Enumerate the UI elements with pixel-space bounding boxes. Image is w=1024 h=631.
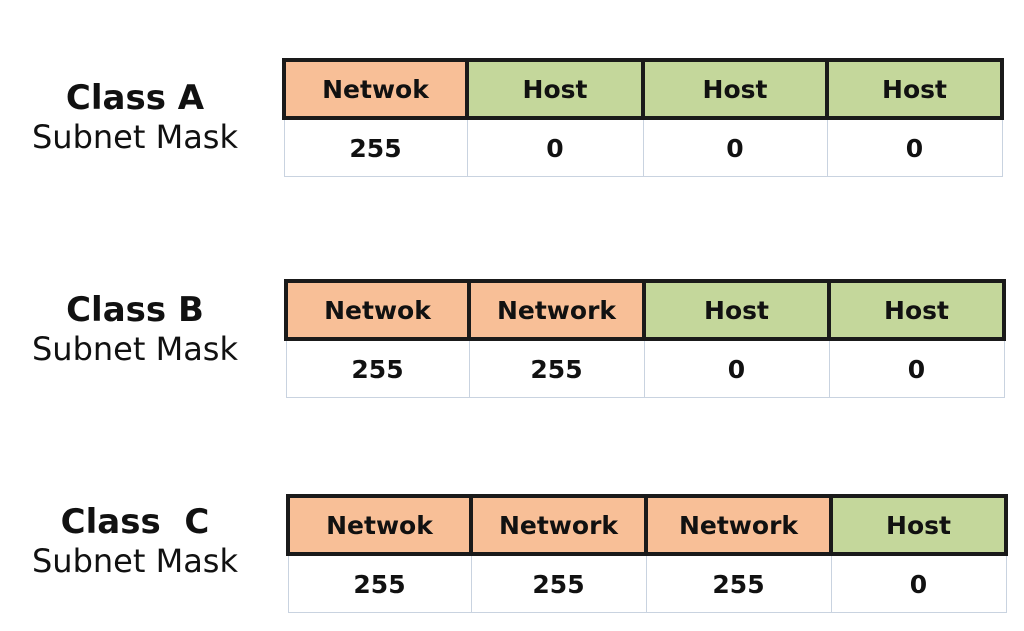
class-b-value-row: 255 255 0 0: [285, 339, 1005, 398]
class-a-octet-4-header: Host: [825, 58, 1004, 120]
class-c-octet-2-header: Network: [469, 494, 648, 556]
class-b-octet-2-header: Network: [467, 279, 646, 341]
class-b-octet-3-value: 0: [643, 339, 830, 398]
class-b-mask-table: Netwok Network Host Host 255 255 0 0: [284, 279, 1006, 398]
class-a-subtitle: Subnet Mask: [31, 118, 238, 156]
class-c-octet-1-value: 255: [287, 554, 472, 613]
class-c-title: Class C: [60, 502, 210, 542]
class-c-mask-table: Netwok Network Network Host 255 255 255 …: [286, 494, 1008, 613]
class-c-octet-4-value: 0: [830, 554, 1007, 613]
class-a-octet-2-value: 0: [466, 118, 644, 177]
class-a-header-row: Netwok Host Host Host: [282, 58, 1004, 120]
class-a-octet-3-value: 0: [642, 118, 828, 177]
class-a-octet-4-value: 0: [826, 118, 1003, 177]
class-b-octet-3-header: Host: [642, 279, 831, 341]
class-b-octet-4-value: 0: [828, 339, 1005, 398]
class-c-octet-2-value: 255: [470, 554, 647, 613]
class-a-octet-1-value: 255: [283, 118, 468, 177]
class-b-octet-4-header: Host: [827, 279, 1006, 341]
class-c-octet-4-header: Host: [829, 494, 1008, 556]
class-a-label: Class A Subnet Mask: [0, 78, 270, 156]
class-a-mask-table: Netwok Host Host Host 255 0 0 0: [282, 58, 1004, 177]
class-c-label: Class C Subnet Mask: [0, 502, 270, 580]
class-a-octet-2-header: Host: [465, 58, 645, 120]
class-c-value-row: 255 255 255 0: [287, 554, 1007, 613]
class-b-octet-1-value: 255: [285, 339, 470, 398]
class-b-octet-1-header: Netwok: [284, 279, 471, 341]
class-b-octet-2-value: 255: [468, 339, 645, 398]
class-c-octet-3-header: Network: [644, 494, 833, 556]
class-c-octet-1-header: Netwok: [286, 494, 473, 556]
class-c-subtitle: Subnet Mask: [31, 542, 238, 580]
class-a-octet-1-header: Netwok: [282, 58, 469, 120]
class-c-header-row: Netwok Network Network Host: [286, 494, 1008, 556]
class-b-subtitle: Subnet Mask: [31, 330, 238, 368]
class-b-title: Class B: [66, 290, 204, 330]
class-b-label: Class B Subnet Mask: [0, 290, 270, 368]
class-c-octet-3-value: 255: [645, 554, 832, 613]
class-b-header-row: Netwok Network Host Host: [284, 279, 1006, 341]
class-a-title: Class A: [65, 78, 205, 118]
class-a-octet-3-header: Host: [641, 58, 829, 120]
class-a-value-row: 255 0 0 0: [283, 118, 1003, 177]
